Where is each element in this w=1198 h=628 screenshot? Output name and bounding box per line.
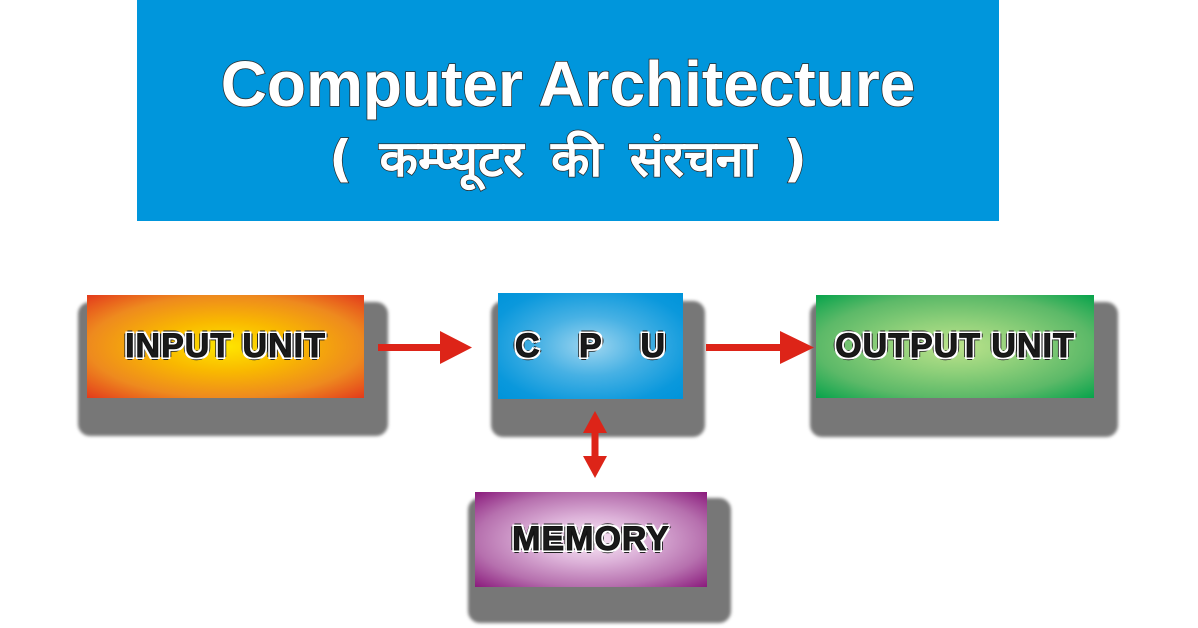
cpu-box: C P U — [498, 293, 683, 399]
input-unit-label: INPUT UNIT — [125, 327, 326, 366]
arrow-up-down-icon — [583, 411, 607, 478]
cpu-label: C P U — [514, 326, 667, 365]
output-unit-box: OUTPUT UNIT — [816, 295, 1094, 398]
arrow-right-icon — [706, 331, 814, 364]
output-unit-label: OUTPUT UNIT — [835, 327, 1075, 366]
title-banner: Computer Architecture ( कम्प्यूटर की संर… — [137, 0, 999, 221]
memory-box: MEMORY — [475, 492, 707, 587]
page-title: Computer Architecture — [220, 47, 916, 121]
input-unit-box: INPUT UNIT — [87, 295, 364, 398]
arrow-right-icon — [378, 331, 472, 364]
page-subtitle-hindi: ( कम्प्यूटर की संरचना ) — [329, 129, 808, 189]
memory-label: MEMORY — [512, 520, 670, 559]
